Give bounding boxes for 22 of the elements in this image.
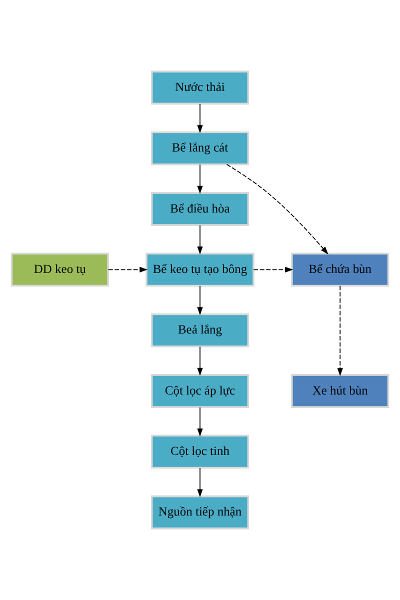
arrow (197, 468, 203, 498)
node-box: Cột lọc áp lực (150, 374, 250, 408)
arrow (337, 286, 343, 376)
node-box: Nước thải (150, 70, 250, 105)
node-box: Beả lắng (150, 313, 250, 348)
arrow (197, 104, 203, 134)
arrow (197, 224, 203, 255)
arrow (108, 266, 148, 272)
arrow (197, 164, 203, 194)
arrow (226, 164, 328, 255)
arrow (197, 406, 203, 437)
arrow (253, 266, 294, 272)
node-box: Nguồn tiếp nhận (150, 495, 250, 530)
node-box: Bể lắng cát (150, 131, 250, 166)
arrow (197, 286, 203, 316)
arrow (197, 346, 203, 376)
node-box: DD keo tụ (10, 252, 109, 287)
node-box: Bể chứa bùn (291, 252, 390, 287)
node-box: Bể điều hòa (150, 192, 250, 226)
node-box: Cột lọc tinh (150, 434, 250, 469)
node-box: Xe hút bùn (291, 374, 390, 408)
node-box: Bể keo tụ tạo bông (146, 252, 254, 287)
